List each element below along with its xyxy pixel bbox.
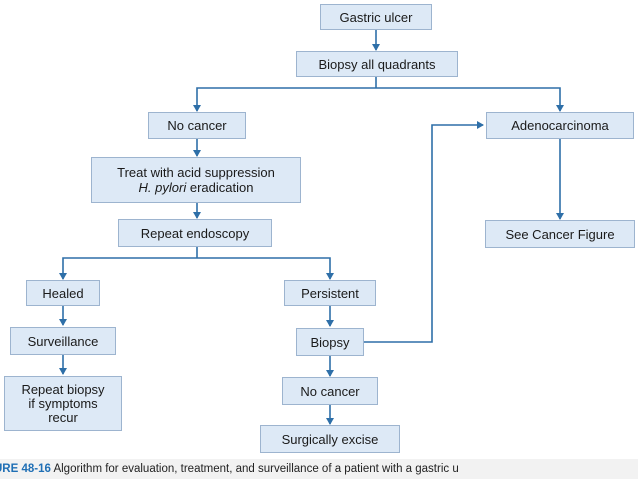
node-biopsy: Biopsy xyxy=(296,328,364,356)
node-adenocarcinoma: Adenocarcinoma xyxy=(486,112,634,139)
node-treat-acid-suppression: Treat with acid suppression H. pylori er… xyxy=(91,157,301,203)
node-repeat-endoscopy: Repeat endoscopy xyxy=(118,219,272,247)
flowchart-arrows xyxy=(59,30,564,425)
node-repeat-biopsy: Repeat biopsy if symptoms recur xyxy=(4,376,122,431)
node-no-cancer-top: No cancer xyxy=(148,112,246,139)
arrow-biopsy-to-adeno-feedback xyxy=(364,121,484,343)
arrow-biopsy-to-adeno xyxy=(376,87,564,112)
node-biopsy-all-quadrants: Biopsy all quadrants xyxy=(296,51,458,77)
node-persistent: Persistent xyxy=(284,280,376,306)
arrow-biopsy-to-nocancer xyxy=(193,87,376,112)
node-healed: Healed xyxy=(26,280,100,306)
figure-label: URE 48-16 xyxy=(0,463,51,475)
caption-text: Algorithm for evaluation, treatment, and… xyxy=(50,463,459,475)
arrow-repeat-to-healed xyxy=(59,257,197,280)
node-no-cancer-bottom: No cancer xyxy=(282,377,378,405)
node-surveillance: Surveillance xyxy=(10,327,116,355)
node-see-cancer-figure: See Cancer Figure xyxy=(485,220,635,248)
node-gastric-ulcer: Gastric ulcer xyxy=(320,4,432,30)
h-pylori-label: H. pylori xyxy=(138,180,187,195)
node-surgically-excise: Surgically excise xyxy=(260,425,400,453)
figure-caption: URE 48-16 Algorithm for evaluation, trea… xyxy=(0,459,638,479)
arrow-repeat-to-persistent xyxy=(197,257,334,280)
